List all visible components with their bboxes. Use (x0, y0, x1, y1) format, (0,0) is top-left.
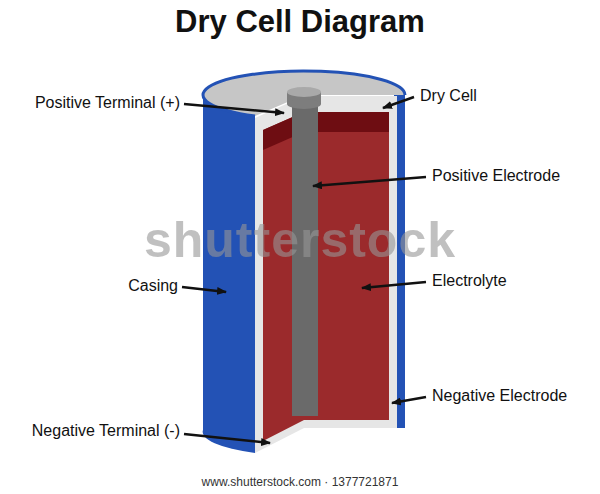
diagram-title: Dry Cell Diagram (0, 4, 600, 40)
leader-arrow (362, 282, 426, 288)
part-label: Electrolyte (432, 271, 507, 291)
watermark: shutterstock (144, 211, 456, 269)
terminal-cap-top (287, 87, 321, 97)
casing-body (203, 95, 255, 453)
leader-arrow (392, 397, 426, 403)
part-label: Dry Cell (420, 86, 477, 106)
part-label: Negative Electrode (432, 386, 567, 406)
leader-arrow (383, 97, 414, 108)
electrolyte-top (263, 112, 389, 150)
leader-arrow (313, 177, 426, 186)
electrolyte-fill (263, 112, 389, 441)
leader-arrow (182, 287, 226, 292)
lining (255, 96, 397, 453)
part-label: Positive Electrode (432, 166, 560, 186)
part-label: Positive Terminal (+) (35, 93, 180, 113)
part-label: Casing (128, 276, 178, 296)
part-label: Negative Terminal (-) (32, 421, 180, 441)
leader-arrow (184, 104, 284, 113)
leader-arrow (184, 434, 270, 443)
terminal-cap-bottom (287, 99, 321, 109)
footer-note: www.shutterstock.com · 1377721871 (0, 475, 600, 489)
